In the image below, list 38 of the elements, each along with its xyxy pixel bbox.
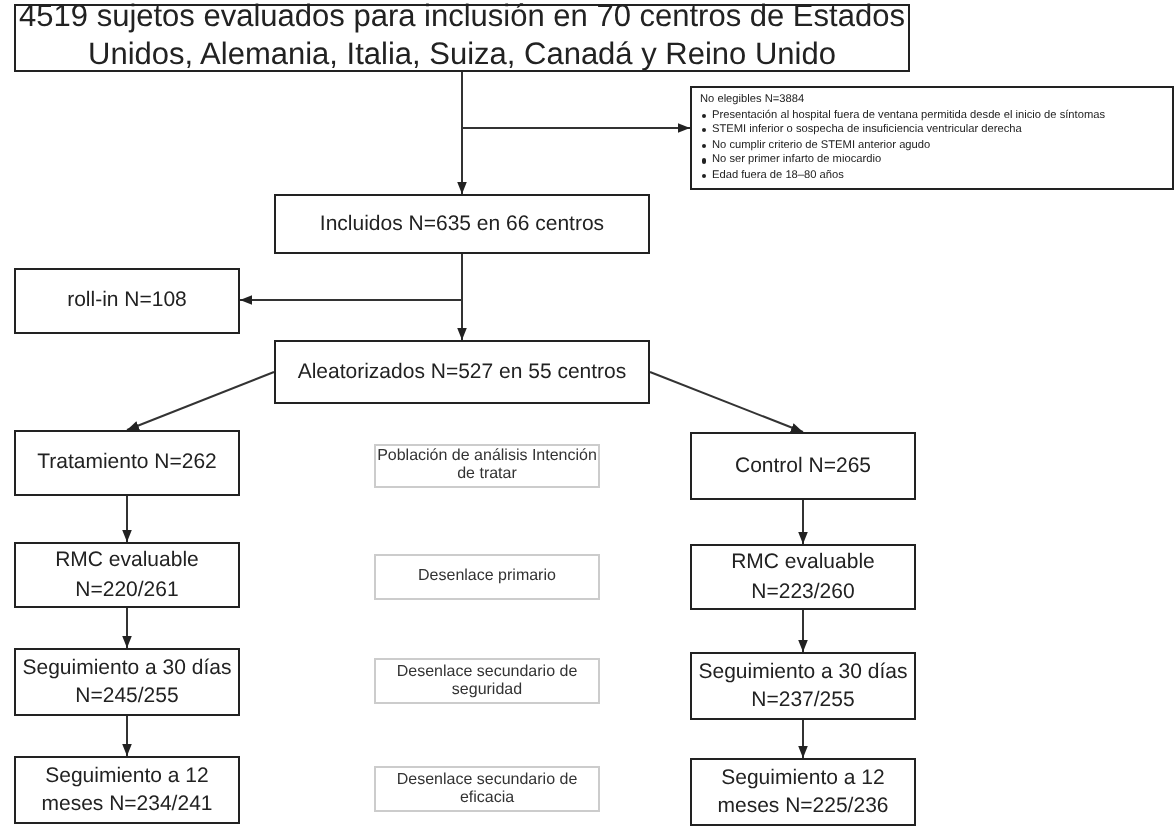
process-box xyxy=(690,544,916,610)
box-text: RMC evaluable N=220/261 xyxy=(53,546,201,604)
box-text: Control N=265 xyxy=(735,451,871,481)
arrow xyxy=(798,719,808,759)
arrow xyxy=(122,607,132,649)
box-text: Desenlace secundario de eficacia xyxy=(394,771,580,807)
process-box xyxy=(690,758,916,826)
process-box xyxy=(14,430,240,496)
exclusion-box xyxy=(690,86,1174,190)
box-text: Seguimiento a 12 meses N=225/236 xyxy=(715,763,891,821)
arrow xyxy=(126,371,275,431)
arrow xyxy=(239,253,463,305)
outcome-label-box xyxy=(374,658,600,704)
process-box xyxy=(274,340,650,404)
box-text: Tratamiento N=262 xyxy=(37,448,217,478)
outcome-label-box xyxy=(374,766,600,812)
process-box xyxy=(690,432,916,500)
box-text: Seguimiento a 30 días N=245/255 xyxy=(20,653,234,711)
outcome-label-box xyxy=(374,554,600,600)
process-box xyxy=(14,756,240,824)
box-text: Seguimiento a 30 días N=237/255 xyxy=(696,657,910,715)
arrow xyxy=(798,499,808,545)
process-box xyxy=(274,194,650,254)
box-text: Desenlace primario xyxy=(418,568,556,586)
arrow xyxy=(122,715,132,757)
box-text: Aleatorizados N=527 en 55 centros xyxy=(297,357,627,387)
box-text: Población de análisis Intención de tratar xyxy=(376,448,598,484)
arrow xyxy=(122,495,132,543)
process-box xyxy=(14,268,240,334)
box-text: Desenlace secundario de seguridad xyxy=(394,663,580,699)
box-text: roll-in N=108 xyxy=(67,286,187,316)
arrow xyxy=(798,609,808,653)
box-text: Incluidos N=635 en 66 centros xyxy=(319,209,605,239)
arrow xyxy=(461,71,691,133)
arrow xyxy=(649,371,804,433)
box-text: Seguimiento a 12 meses N=234/241 xyxy=(39,761,215,819)
process-box xyxy=(14,542,240,608)
box-text: RMC evaluable N=223/260 xyxy=(729,548,877,606)
